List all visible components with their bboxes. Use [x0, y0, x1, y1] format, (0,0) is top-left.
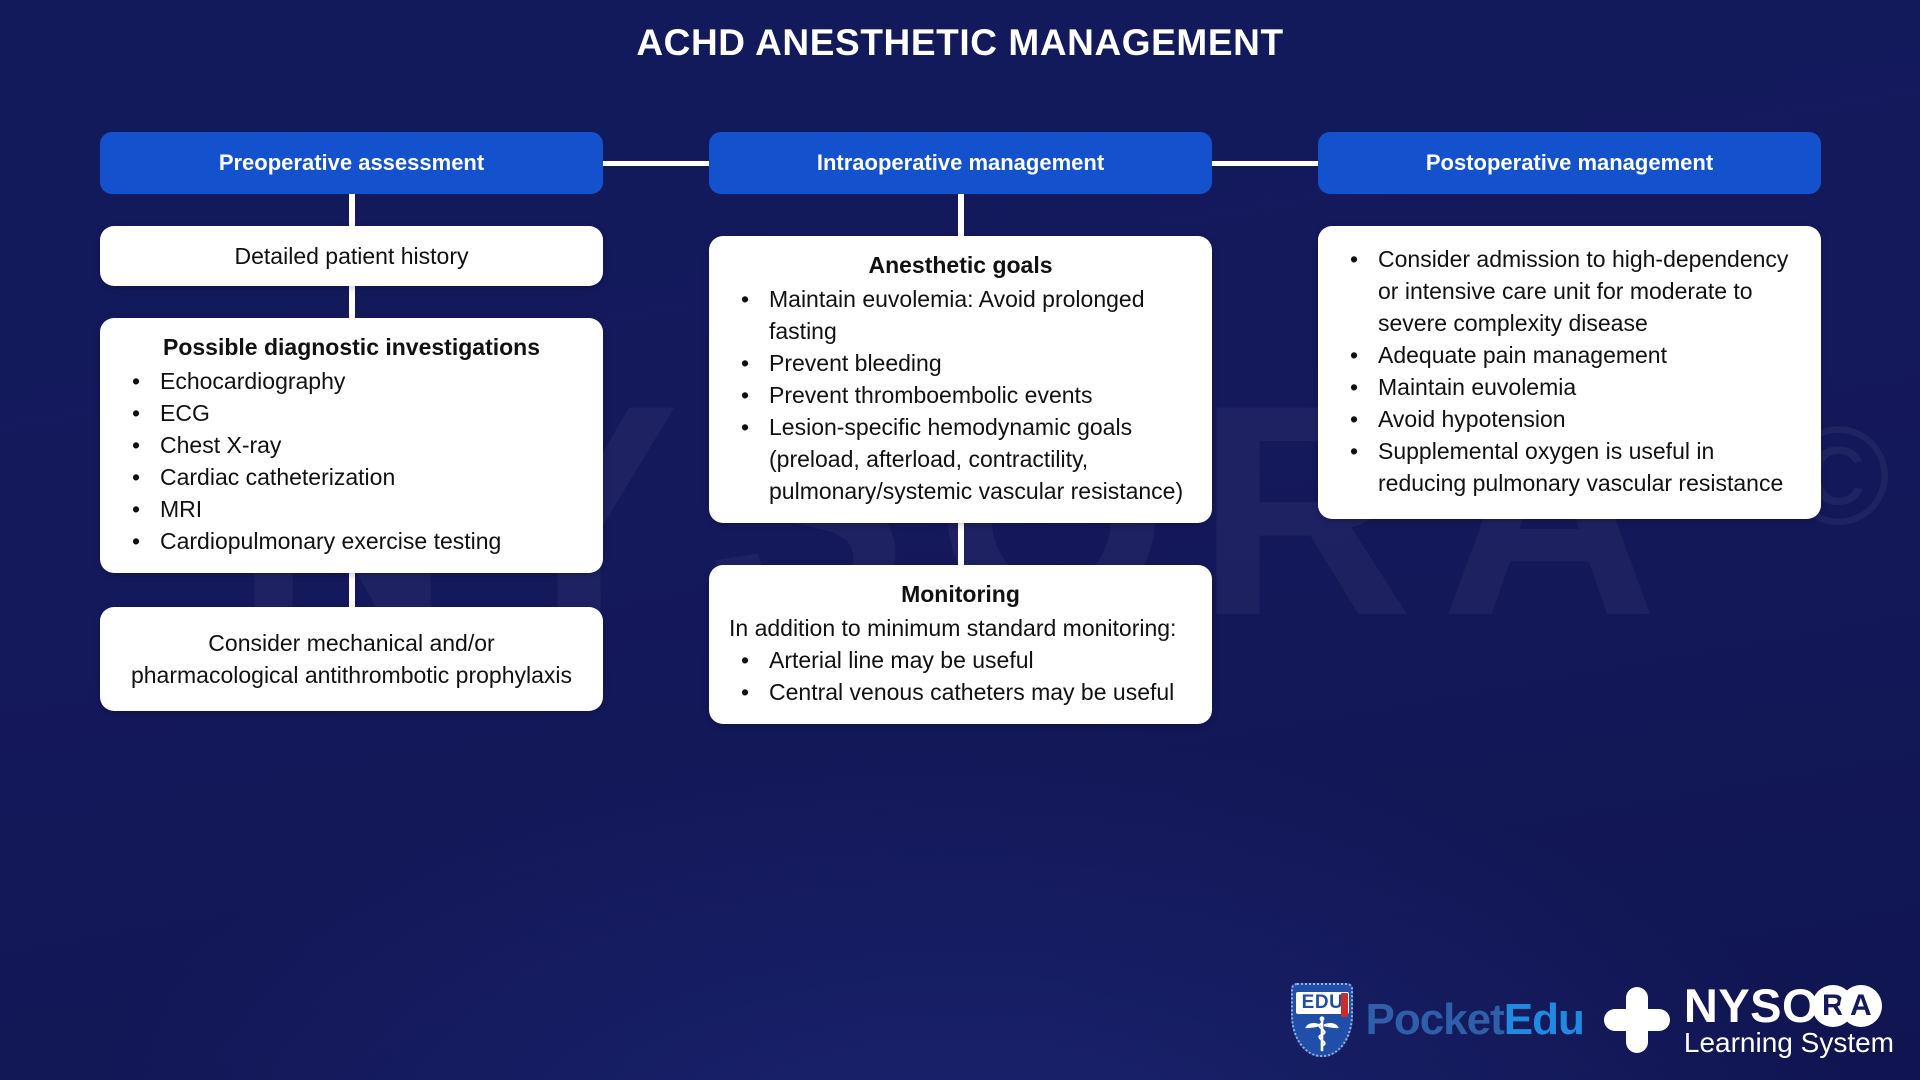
caduceus-icon — [1305, 1016, 1340, 1052]
list-item: Supplemental oxygen is useful in reducin… — [1338, 435, 1801, 499]
list-item: Maintain euvolemia — [1338, 371, 1801, 403]
connector-header-2-to-3 — [1204, 161, 1324, 166]
card-title: Anesthetic goals — [868, 252, 1053, 278]
pocketedu-logo: EDU PocketEdu — [1291, 983, 1585, 1057]
page-title: ACHD ANESTHETIC MANAGEMENT — [636, 22, 1284, 63]
list-item: Central venous catheters may be useful — [729, 676, 1192, 708]
list-item: Avoid hypotension — [1338, 403, 1801, 435]
edu-shield-icon: EDU — [1291, 983, 1354, 1057]
list-item: Maintain euvolemia: Avoid prolonged fast… — [729, 283, 1192, 347]
pocketedu-word-pocket: Pocket — [1365, 995, 1504, 1044]
column-header-intraoperative[interactable]: Intraoperative management — [709, 132, 1212, 194]
list-item: Prevent bleeding — [729, 347, 1192, 379]
column-intraoperative-management: Intraoperative management Anesthetic goa… — [709, 132, 1212, 724]
list-item: MRI — [120, 493, 583, 525]
monitoring-list: Arterial line may be useful Central veno… — [729, 644, 1192, 708]
card-text: Consider mechanical and/or pharmacologic… — [130, 630, 573, 688]
connector-header-1-to-2 — [595, 161, 715, 166]
column-header-postoperative[interactable]: Postoperative management — [1318, 132, 1821, 194]
diagnostic-investigations-list: Echocardiography ECG Chest X-ray Cardiac… — [120, 365, 583, 557]
list-item: Adequate pain management — [1338, 339, 1801, 371]
nysora-part-nys: NYS — [1683, 979, 1783, 1032]
list-item: Consider admission to high-dependency or… — [1338, 243, 1801, 339]
connector-col2-head-to-card1 — [958, 194, 964, 236]
column-postoperative-management: Postoperative management Consider admiss… — [1318, 132, 1821, 519]
card-title: Monitoring — [901, 581, 1020, 607]
card-monitoring[interactable]: Monitoring In addition to minimum standa… — [709, 565, 1212, 724]
pocketedu-wordmark: PocketEdu — [1365, 995, 1585, 1044]
postoperative-list: Consider admission to high-dependency or… — [1338, 243, 1801, 499]
nysora-subtitle: Learning System — [1683, 1027, 1894, 1058]
list-item: Echocardiography — [120, 365, 583, 397]
connector-col1-card1-to-card2 — [349, 256, 355, 356]
column-preoperative-assessment: Preoperative assessment Detailed patient… — [100, 132, 603, 711]
plus-cross-icon — [1603, 987, 1670, 1053]
anesthetic-goals-list: Maintain euvolemia: Avoid prolonged fast… — [729, 283, 1192, 507]
card-text: Detailed patient history — [234, 243, 469, 269]
card-anesthetic-goals[interactable]: Anesthetic goals Maintain euvolemia: Avo… — [709, 236, 1212, 523]
edu-shield-label: EDU — [1295, 992, 1350, 1014]
list-item: Arterial line may be useful — [729, 644, 1192, 676]
card-postoperative-items[interactable]: Consider admission to high-dependency or… — [1318, 226, 1821, 519]
nysora-circle-a: A — [1840, 985, 1883, 1027]
list-item: Lesion-specific hemodynamic goals (prelo… — [729, 411, 1192, 507]
card-detailed-patient-history[interactable]: Detailed patient history — [100, 226, 603, 286]
monitoring-lead-text: In addition to minimum standard monitori… — [729, 615, 1177, 641]
card-title: Possible diagnostic investigations — [162, 334, 541, 360]
list-item: Chest X-ray — [120, 429, 583, 461]
card-possible-diagnostic-investigations[interactable]: Possible diagnostic investigations Echoc… — [100, 318, 603, 573]
list-item: Prevent thromboembolic events — [729, 379, 1192, 411]
pocketedu-word-edu: Edu — [1503, 995, 1585, 1044]
card-antithrombotic-prophylaxis[interactable]: Consider mechanical and/or pharmacologic… — [100, 607, 603, 711]
shield-red-stripe-icon — [1341, 993, 1349, 1017]
column-header-preoperative[interactable]: Preoperative assessment — [100, 132, 603, 194]
list-item: ECG — [120, 397, 583, 429]
list-item: Cardiac catheterization — [120, 461, 583, 493]
list-item: Cardiopulmonary exercise testing — [120, 525, 583, 557]
connector-col1-card2-to-card3 — [349, 522, 355, 627]
